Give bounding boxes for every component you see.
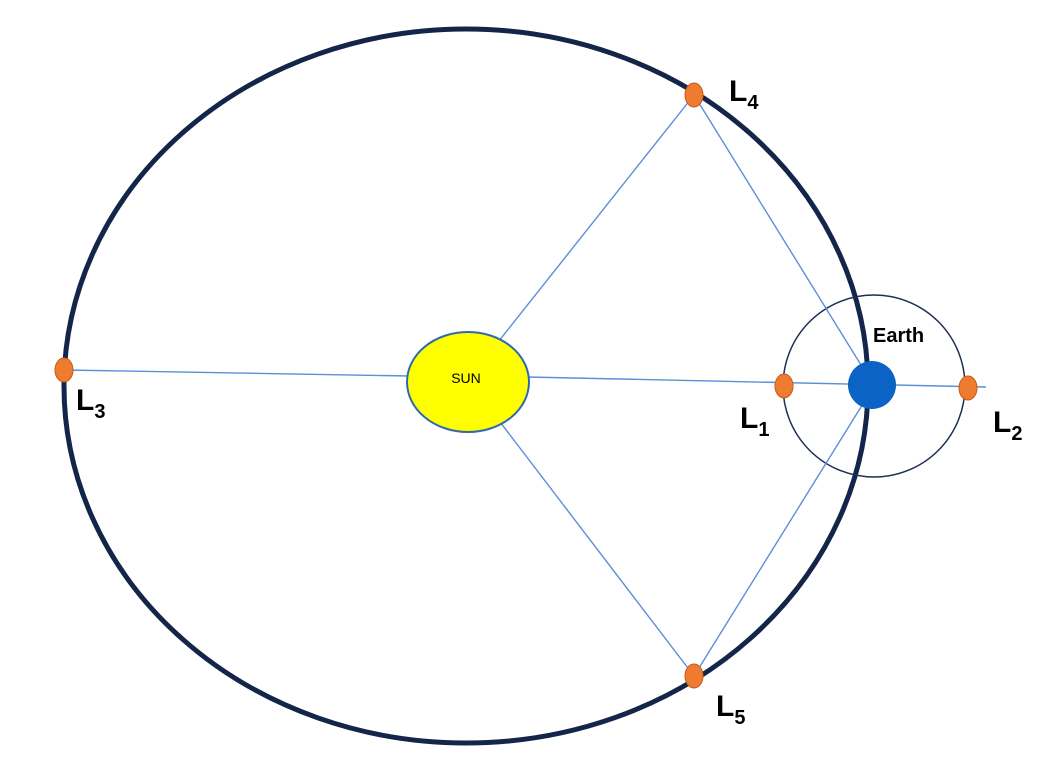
- l3-point: [54, 357, 74, 383]
- connecting-lines: [63, 94, 987, 677]
- l5-point: [684, 663, 704, 689]
- l4-letter: L: [729, 75, 747, 108]
- l5-subscript: 5: [734, 707, 745, 729]
- line-l5-earth: [693, 385, 875, 677]
- l1-subscript: 1: [758, 419, 769, 441]
- line-l3-sun: [63, 369, 411, 377]
- line-sun-l5: [467, 379, 695, 677]
- l3-label: L3: [76, 384, 105, 423]
- line-sun-l4: [467, 94, 695, 381]
- sun: [407, 332, 529, 432]
- sun-label: SUN: [451, 370, 481, 386]
- l5-label: L5: [716, 690, 745, 729]
- lagrange-points: [54, 82, 978, 689]
- sun-outline: [406, 331, 530, 433]
- l1-label: L1: [740, 402, 769, 441]
- l4-label: L4: [729, 75, 759, 114]
- earth: [848, 361, 896, 409]
- l2-subscript: 2: [1011, 423, 1022, 445]
- l4-point: [684, 82, 704, 108]
- l2-point: [958, 375, 978, 401]
- l1-letter: L: [740, 402, 758, 435]
- l2-letter: L: [993, 406, 1011, 439]
- l3-subscript: 3: [94, 401, 105, 423]
- l2-label: L2: [993, 406, 1022, 445]
- l5-letter: L: [716, 690, 734, 723]
- line-sun-l2: [526, 376, 987, 388]
- l4-subscript: 4: [747, 92, 759, 114]
- l1-point: [774, 373, 794, 399]
- earth-label: Earth: [873, 325, 924, 347]
- line-l4-earth: [693, 94, 875, 387]
- l3-letter: L: [76, 384, 94, 417]
